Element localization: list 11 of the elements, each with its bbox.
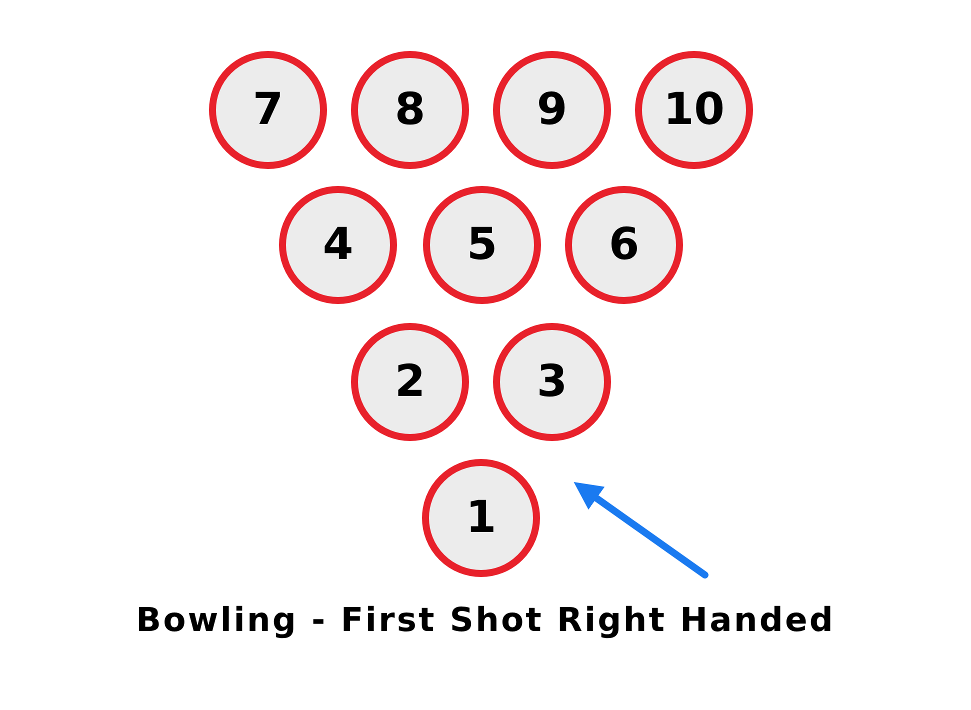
pin-number: 4 [322, 223, 354, 267]
pin-number: 1 [466, 496, 496, 540]
pin-number: 3 [536, 360, 568, 404]
pin-number: 2 [394, 360, 426, 404]
pin-number: 6 [608, 223, 640, 267]
pin-number: 10 [663, 88, 725, 132]
title: Bowling - First Shot Right Handed [134, 600, 836, 639]
pin-number: 5 [466, 223, 498, 267]
pin-number: 9 [536, 88, 568, 132]
pin-number: 8 [394, 88, 426, 132]
pin-number: 7 [252, 88, 284, 132]
